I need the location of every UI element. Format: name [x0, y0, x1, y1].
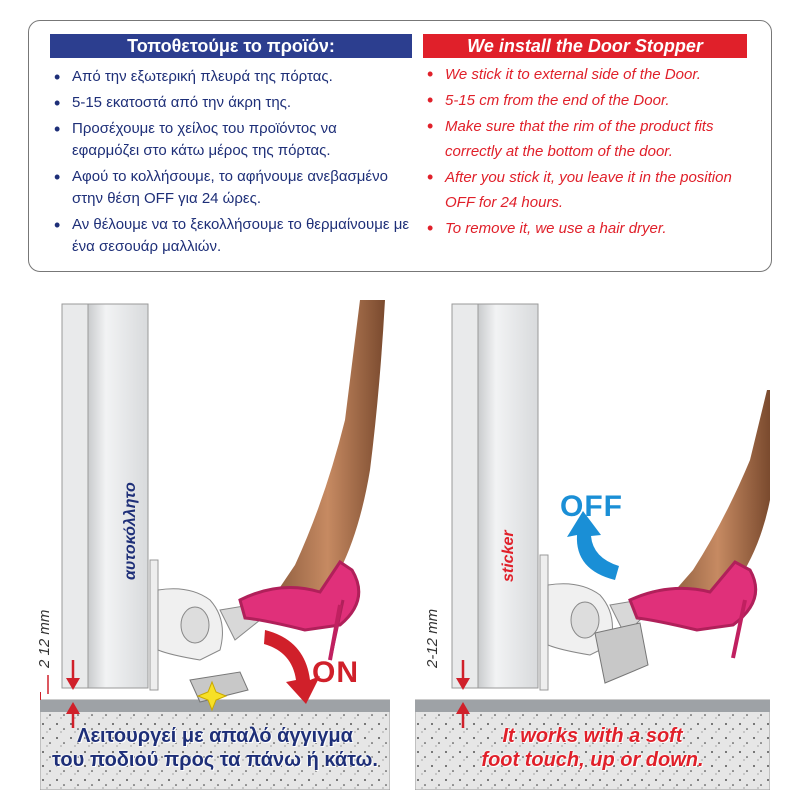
sticker-label-english: sticker — [500, 530, 517, 582]
leg-illustration — [665, 390, 770, 607]
english-bullet: Make sure that the rim of the product fi… — [423, 114, 745, 164]
greek-header: Τοποθετούμε το προϊόν: — [50, 34, 412, 58]
off-label: OFF — [560, 490, 623, 523]
english-bullet: We stick it to external side of the Door… — [423, 62, 753, 87]
spark-icon — [196, 680, 228, 712]
door-stopper-off-illustration — [415, 303, 770, 790]
english-caption: It works with a soft foot touch, up or d… — [415, 724, 770, 772]
door-edge — [61, 303, 89, 689]
floor — [40, 699, 390, 790]
sandal-illustration — [628, 560, 758, 632]
leg-illustration — [270, 300, 385, 606]
greek-bullet: Προσέχουμε το χείλος του προϊόντος να εφ… — [50, 118, 372, 162]
door-panel — [477, 303, 539, 689]
instructions-panel — [28, 20, 772, 272]
greek-bullet: Αν θέλουμε να το ξεκολλήσουμε το θερμαίν… — [50, 214, 412, 258]
greek-bullet: 5-15 εκατοστά από την άκρη της. — [50, 92, 412, 114]
english-bullet: 5-15 cm from the end of the Door. — [423, 88, 753, 113]
greek-caption: Λειτουργεί με απαλό άγγιγμα του ποδιού π… — [40, 724, 390, 772]
gap-label-english: 2-12 mm — [424, 608, 441, 668]
on-label: ON — [312, 656, 359, 689]
greek-bullet: Αφού το κολλήσουμε, το αφήνουμε ανεβασμέ… — [50, 166, 402, 210]
gap-label-greek: 2 12 mm — [36, 609, 53, 668]
door-stopper — [539, 554, 649, 691]
greek-caption-line1: Λειτουργεί με απαλό άγγιγμα — [77, 725, 353, 747]
on-arrow-icon — [264, 630, 320, 704]
english-bullet: To remove it, we use a hair dryer. — [423, 216, 753, 241]
door-stopper — [149, 559, 261, 703]
off-arrow-icon — [567, 511, 619, 580]
floor — [415, 699, 770, 790]
sticker-label-greek: αυτοκόλλητο — [122, 482, 139, 580]
english-bullet: After you stick it, you leave it in the … — [423, 165, 755, 215]
greek-caption-line2: του ποδιού προς τα πάνω ή κάτω. — [52, 749, 378, 771]
door-panel — [87, 303, 149, 689]
greek-instructions-list: Από την εξωτερική πλευρά της πόρτας. 5-1… — [50, 66, 412, 262]
english-instructions-list: We stick it to external side of the Door… — [423, 62, 753, 242]
english-caption-line1: It works with a soft — [502, 725, 683, 747]
english-header: We install the Door Stopper — [423, 34, 747, 58]
greek-bullet: Από την εξωτερική πλευρά της πόρτας. — [50, 66, 412, 88]
door-stopper-on-illustration — [40, 300, 390, 790]
door-edge — [451, 303, 479, 689]
english-caption-line2: foot touch, up or down. — [481, 749, 704, 771]
